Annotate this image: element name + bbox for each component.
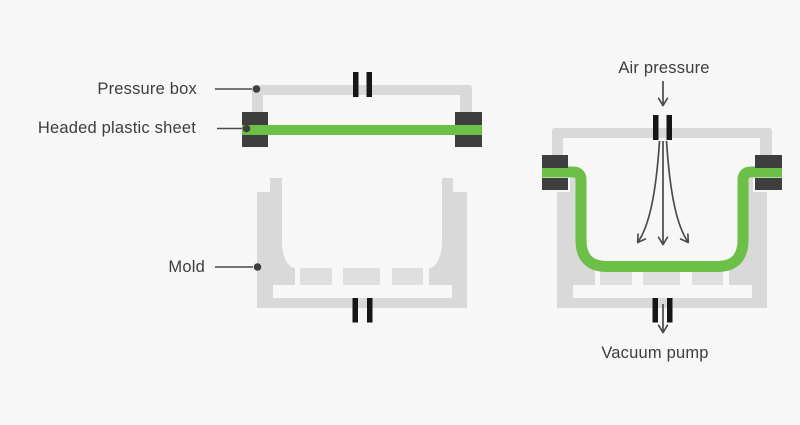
pressure-box-port-icon [353, 72, 372, 97]
leader-dots [242, 85, 262, 271]
mold-shape-formed [557, 178, 767, 308]
heated-plastic-sheet [242, 125, 482, 135]
sheet-clamps-left-diagram [242, 112, 482, 147]
pressure-box-port-icon-formed [653, 115, 672, 140]
pressure-box-shape [252, 85, 472, 112]
leader-lines [215, 88, 253, 268]
mold-vacuum-channels-formed [573, 268, 752, 298]
pressure-box-label: Pressure box [97, 80, 197, 98]
pressure-box-shape-formed [552, 128, 772, 155]
formed-plastic-sheet [542, 166, 782, 272]
mold-vacuum-channels [273, 268, 452, 298]
air-pressure-label: Air pressure [618, 59, 710, 77]
mold-vacuum-port-icon-formed [652, 298, 673, 323]
vacuum-pump-label: Vacuum pump [601, 344, 709, 362]
mold-floor-blocks-formed [600, 268, 723, 285]
mold-floor-blocks [300, 268, 423, 285]
heated-plastic-sheet-label: Headed plastic sheet [37, 119, 196, 137]
mold-label: Mold [168, 258, 205, 276]
mold-shape [257, 178, 467, 323]
mold-vacuum-port-icon [352, 298, 373, 323]
air-flow-arrows [636, 140, 690, 246]
sheet-clamps-right-diagram [542, 155, 782, 190]
